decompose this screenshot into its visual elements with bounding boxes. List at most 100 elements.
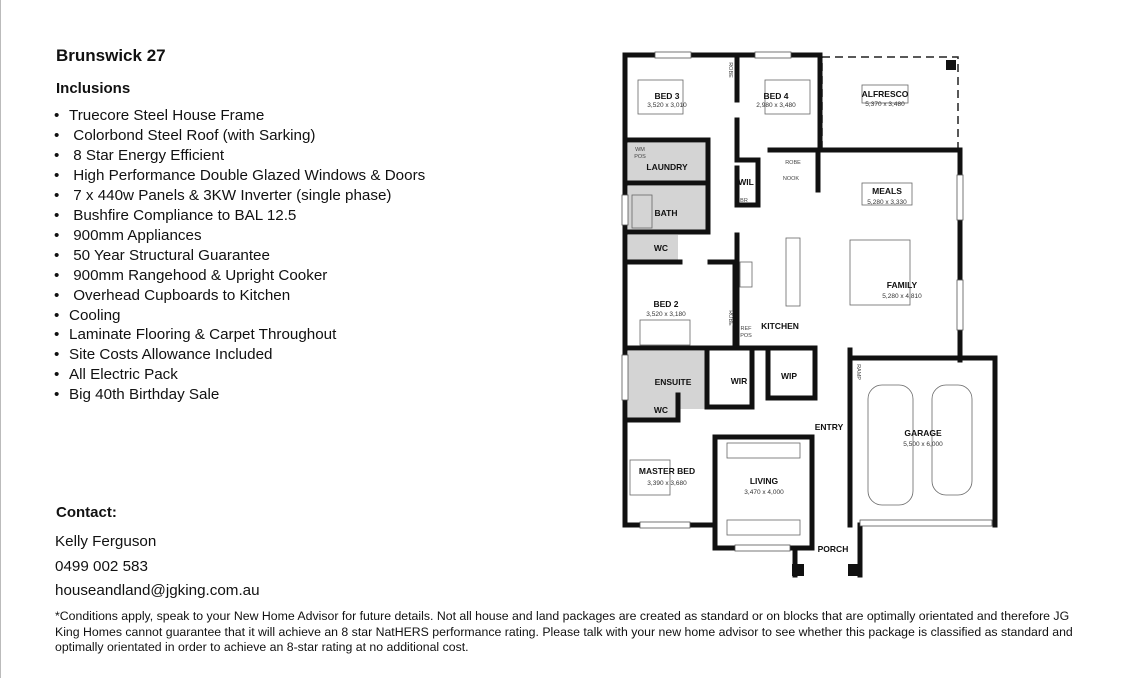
label-wm-pos: POS xyxy=(634,154,646,160)
bullet: • xyxy=(54,126,60,144)
inclusions-list: • Truecore Steel House Frame • Colorbond S… xyxy=(54,106,425,405)
room-alfresco: ALFRESCO xyxy=(862,89,909,99)
room-family-size: 5,280 x 4,810 xyxy=(882,293,922,300)
room-living: LIVING xyxy=(750,476,779,486)
inclusion-text: Truecore Steel House Frame xyxy=(69,107,265,124)
porch-post-left xyxy=(792,564,804,576)
room-meals: MEALS xyxy=(872,186,902,196)
inclusion-text: 900mm Appliances xyxy=(69,226,202,244)
room-master-bed: MASTER BED xyxy=(639,466,695,476)
inclusion-item: • 8 Star Energy Efficient xyxy=(54,146,425,166)
tiled-areas xyxy=(628,143,707,420)
room-alfresco-size: 5,370 x 3,480 xyxy=(865,101,905,108)
room-living-size: 3,470 x 4,000 xyxy=(744,489,784,496)
room-bed3: BED 3 xyxy=(654,91,679,101)
room-wc: WC xyxy=(654,243,668,253)
bullet: • xyxy=(54,346,60,364)
bullet: • xyxy=(54,166,60,184)
bullet: • xyxy=(54,246,60,264)
label-ramp: RAMP xyxy=(855,364,861,380)
inclusion-text: 50 Year Structural Guarantee xyxy=(69,246,270,264)
inclusion-item: • Colorbond Steel Roof (with Sarking) xyxy=(54,126,425,146)
room-wir: WIR xyxy=(731,376,748,386)
room-entry: ENTRY xyxy=(815,422,844,432)
contact-email: houseandland@jgking.com.au xyxy=(55,582,260,599)
label-br: BR xyxy=(740,198,748,204)
inclusion-text: High Performance Double Glazed Windows &… xyxy=(69,166,426,184)
bullet: • xyxy=(54,186,60,204)
inclusion-text: Laminate Flooring & Carpet Throughout xyxy=(69,326,337,344)
inclusion-text: Overhead Cupboards to Kitchen xyxy=(69,286,291,304)
room-garage-size: 5,500 x 6,000 xyxy=(903,441,943,448)
inclusions-heading: Inclusions xyxy=(56,80,131,97)
windows xyxy=(621,51,993,552)
room-garage: GARAGE xyxy=(904,428,942,438)
bullet: • xyxy=(54,266,60,284)
room-family: FAMILY xyxy=(887,280,918,290)
label-robe-bed3: ROBE xyxy=(727,62,733,78)
bullet: • xyxy=(54,206,60,224)
inclusion-item: • Truecore Steel House Frame xyxy=(54,106,425,126)
inclusion-text: Bushfire Compliance to BAL 12.5 xyxy=(69,206,297,224)
bullet: • xyxy=(54,366,60,384)
inclusion-item: • Bushfire Compliance to BAL 12.5 xyxy=(54,206,425,226)
inclusion-item: •All Electric Pack xyxy=(54,365,425,385)
inclusion-item: • 900mm Rangehood & Upright Cooker xyxy=(54,266,425,286)
room-labels: BED 3 3,520 x 3,010 BED 4 2,980 x 3,480 … xyxy=(634,62,943,554)
furniture xyxy=(629,79,973,536)
room-bed2-size: 3,520 x 3,180 xyxy=(646,311,686,318)
bullet: • xyxy=(54,386,60,404)
alfresco-post xyxy=(946,60,956,70)
inclusion-item: • 900mm Appliances xyxy=(54,226,425,246)
inclusion-item: • Big 40th Birthday Sale xyxy=(54,385,425,405)
inclusion-item: • Overhead Cupboards to Kitchen xyxy=(54,286,425,306)
bullet: • xyxy=(54,326,60,344)
inclusion-text: Cooling xyxy=(69,306,121,324)
room-ensuite: ENSUITE xyxy=(655,377,692,387)
floor-plan: BED 3 3,520 x 3,010 BED 4 2,980 x 3,480 … xyxy=(621,51,998,578)
room-ensuite-wc: WC xyxy=(654,405,668,415)
label-ref-pos: POS xyxy=(740,333,752,339)
disclaimer: *Conditions apply, speak to your New Hom… xyxy=(55,609,1073,654)
label-ref: REF xyxy=(741,326,753,332)
page-title: Brunswick 27 xyxy=(56,46,166,65)
inclusion-text: Big 40th Birthday Sale xyxy=(69,386,220,404)
room-bed4: BED 4 xyxy=(763,91,788,101)
porch-post-right xyxy=(848,564,860,576)
bullet: • xyxy=(54,226,60,244)
car-right xyxy=(931,384,973,496)
room-bed2: BED 2 xyxy=(653,299,678,309)
label-nook: NOOK xyxy=(783,176,800,182)
room-meals-size: 5,280 x 3,330 xyxy=(867,199,907,206)
bullet: • xyxy=(54,107,60,124)
inclusion-text: Colorbond Steel Roof (with Sarking) xyxy=(69,126,316,144)
inclusion-item: • 50 Year Structural Guarantee xyxy=(54,246,425,266)
room-kitchen: KITCHEN xyxy=(761,321,799,331)
inclusion-text: 7 x 440w Panels & 3KW Inverter (single p… xyxy=(69,186,392,204)
inclusion-item: • High Performance Double Glazed Windows… xyxy=(54,166,425,186)
inclusion-text: Site Costs Allowance Included xyxy=(69,346,273,364)
contact-phone: 0499 002 583 xyxy=(55,558,148,575)
room-master-bed-size: 3,390 x 3,680 xyxy=(647,480,687,487)
bullet: • xyxy=(54,306,60,324)
room-laundry: LAUNDRY xyxy=(646,162,688,172)
car-left xyxy=(867,384,914,506)
label-robe-bed4: ROBE xyxy=(785,160,801,166)
label-robe-bed2: ROBE xyxy=(727,310,733,326)
room-bed4-size: 2,980 x 3,480 xyxy=(756,102,796,109)
contact-name: Kelly Ferguson xyxy=(55,533,157,550)
bullet: • xyxy=(54,146,60,164)
inclusion-item: • Site Costs Allowance Included xyxy=(54,345,425,365)
room-bed3-size: 3,520 x 3,010 xyxy=(647,102,687,109)
inclusion-item: • Laminate Flooring & Carpet Throughout xyxy=(54,325,425,345)
contact-heading: Contact: xyxy=(56,504,117,521)
bullet: • xyxy=(54,286,60,304)
room-wip: WIP xyxy=(781,371,797,381)
page-edge xyxy=(0,0,1,678)
inclusion-item: • Cooling xyxy=(54,306,425,326)
inclusion-item: • 7 x 440w Panels & 3KW Inverter (single… xyxy=(54,186,425,206)
inclusion-text: 900mm Rangehood & Upright Cooker xyxy=(69,266,328,284)
inclusion-text: 8 Star Energy Efficient xyxy=(69,146,225,164)
label-wm: WM xyxy=(635,147,645,153)
room-wil: WIL xyxy=(738,177,754,187)
